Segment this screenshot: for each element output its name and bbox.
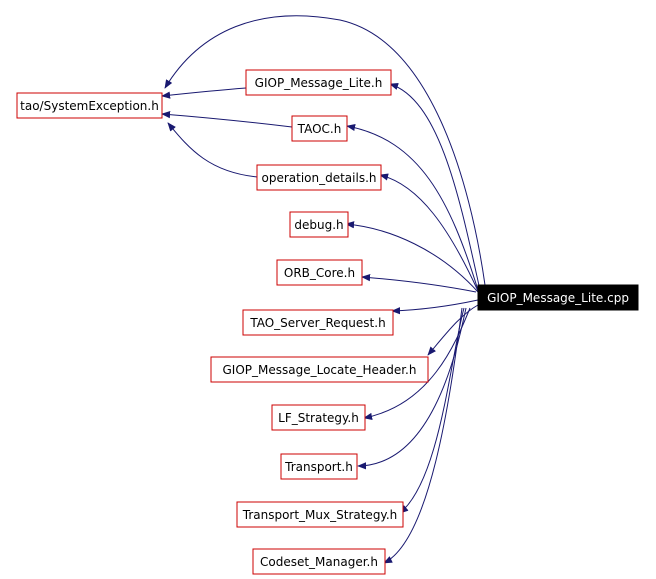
node-transport-mux-strategy-h-label: Transport_Mux_Strategy.h bbox=[242, 508, 398, 522]
node-systemexception[interactable]: tao/SystemException.h bbox=[16, 92, 163, 119]
node-codeset-manager-h-label: Codeset_Manager.h bbox=[260, 555, 378, 569]
node-systemexception-label: tao/SystemException.h bbox=[20, 99, 159, 113]
node-operation-details-h-label: operation_details.h bbox=[261, 171, 376, 185]
node-taoc-h-label: TAOC.h bbox=[297, 122, 342, 136]
node-orb-core-h[interactable]: ORB_Core.h bbox=[276, 259, 363, 286]
node-operation-details-h[interactable]: operation_details.h bbox=[256, 164, 382, 191]
node-root-label: GIOP_Message_Lite.cpp bbox=[487, 291, 629, 305]
edge-root-to-transport-h bbox=[357, 307, 467, 470]
node-transport-h[interactable]: Transport.h bbox=[280, 453, 358, 480]
edge-root-to-codeset-manager-h bbox=[383, 307, 463, 564]
edge-root-to-lf-strategy-h bbox=[363, 307, 471, 420]
node-giop-message-locate-header-h[interactable]: GIOP_Message_Locate_Header.h bbox=[210, 356, 429, 383]
edge-root-to-orb-core-h bbox=[361, 274, 477, 293]
edge-operation-details-h-to-systemexception bbox=[167, 122, 258, 178]
edge-root-to-tao-server-request-h bbox=[391, 299, 479, 315]
node-taoc-h[interactable]: TAOC.h bbox=[291, 115, 348, 142]
node-root-giop-message-lite-cpp[interactable]: GIOP_Message_Lite.cpp bbox=[477, 284, 639, 311]
edges bbox=[161, 15, 486, 564]
edge-root-to-debug-h bbox=[345, 221, 479, 293]
node-debug-h[interactable]: debug.h bbox=[289, 211, 349, 238]
node-tao-server-request-h-label: TAO_Server_Request.h bbox=[249, 316, 385, 330]
node-debug-h-label: debug.h bbox=[294, 218, 343, 232]
node-transport-mux-strategy-h[interactable]: Transport_Mux_Strategy.h bbox=[236, 501, 404, 528]
edge-root-to-giop-message-lite-h bbox=[389, 83, 481, 291]
edge-root-to-transport-mux-strategy-h bbox=[399, 307, 465, 514]
edge-root-to-taoc-h bbox=[346, 123, 479, 291]
node-orb-core-h-label: ORB_Core.h bbox=[284, 266, 355, 280]
node-lf-strategy-h-label: LF_Strategy.h bbox=[278, 411, 359, 425]
node-giop-message-lite-h-label: GIOP_Message_Lite.h bbox=[255, 76, 383, 90]
node-lf-strategy-h[interactable]: LF_Strategy.h bbox=[271, 404, 366, 431]
node-tao-server-request-h[interactable]: TAO_Server_Request.h bbox=[242, 309, 394, 336]
edge-root-to-operation-details-h bbox=[379, 173, 479, 292]
node-transport-h-label: Transport.h bbox=[284, 460, 353, 474]
edge-root-to-systemexception bbox=[164, 15, 486, 286]
node-codeset-manager-h[interactable]: Codeset_Manager.h bbox=[252, 548, 386, 575]
node-giop-message-lite-h[interactable]: GIOP_Message_Lite.h bbox=[245, 69, 392, 96]
edge-giop-message-lite-h-to-systemexception bbox=[161, 87, 247, 99]
edge-taoc-h-to-systemexception bbox=[161, 111, 293, 128]
edge-root-to-giop-message-locate-header-h bbox=[427, 304, 479, 356]
nodes: tao/SystemException.h GIOP_Message_Lite.… bbox=[16, 69, 639, 575]
node-giop-message-locate-header-h-label: GIOP_Message_Locate_Header.h bbox=[223, 363, 417, 377]
